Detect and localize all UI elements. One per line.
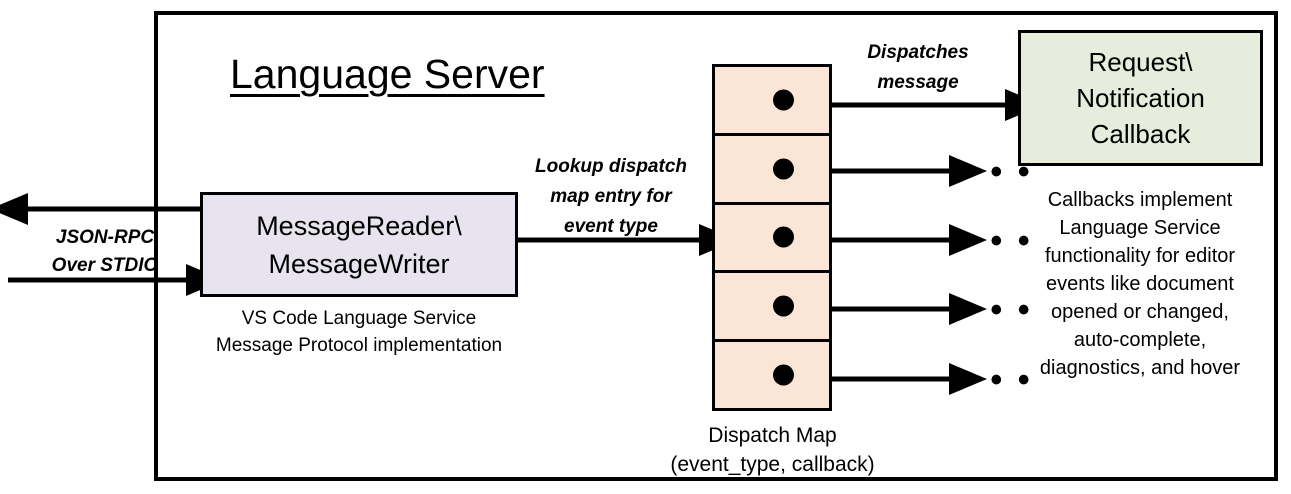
dispatch-map-row[interactable] [715,205,829,274]
dispatch-map-table[interactable] [712,64,832,411]
message-box-line2: MessageWriter [268,248,450,279]
callback-box-line1: Request\ [1088,47,1193,77]
message-box-line1: MessageReader\ [256,210,462,241]
callback-dot-icon [773,89,794,111]
callback-description: Callbacks implement Language Service fun… [1010,186,1270,382]
jsonrpc-label-line1: JSON-RPC [55,227,155,248]
lookup-label-line3: event type [564,216,658,237]
message-caption-line1: VS Code Language Service [241,308,477,329]
callback-dot-icon [773,295,794,317]
callback-caption-line5: opened or changed, [1051,301,1229,323]
lookup-label-line2: map entry for [550,186,672,207]
callback-caption-line2: Language Service [1059,217,1221,239]
dispatch-map-row[interactable] [715,67,829,136]
dispatches-label-line1: Dispatches [867,42,969,63]
lookup-dispatch-label: Lookup dispatch map entry for event type [516,152,706,242]
language-server-boundary [154,11,1278,481]
callback-dot-icon [773,364,794,386]
message-box-caption: VS Code Language Service Message Protoco… [200,305,518,359]
callback-box-line3: Callback [1090,119,1191,149]
callback-dot-icon [773,226,794,248]
callback-caption-line3: functionality for editor [1044,245,1236,267]
message-caption-line2: Message Protocol implementation [215,335,503,356]
callback-caption-line4: events like document [1046,273,1234,295]
callback-dot-icon [773,158,794,180]
callback-caption-line6: auto-complete, [1073,329,1207,351]
callback-caption-line7: diagnostics, and hover [1039,357,1241,379]
page-title: Language Server [230,51,545,97]
callback-caption-line1: Callbacks implement [1047,189,1233,211]
dispatch-map-caption: Dispatch Map (event_type, callback) [640,421,905,479]
request-notification-callback-box[interactable]: Request\ Notification Callback [1018,30,1263,166]
dispatch-caption-line1: Dispatch Map [708,424,837,447]
dispatch-map-row[interactable] [715,342,829,408]
message-reader-writer-box[interactable]: MessageReader\ MessageWriter [200,192,518,297]
dispatch-map-row[interactable] [715,273,829,343]
dispatches-label-line2: message [877,72,959,93]
dispatches-message-label: Dispatches message [838,38,998,98]
lookup-label-line1: Lookup dispatch [535,156,687,177]
dispatch-caption-line2: (event_type, callback) [670,453,875,476]
jsonrpc-label-line2: Over STDIO [51,255,159,276]
callback-box-line2: Notification [1076,83,1205,113]
jsonrpc-transport-label: JSON-RPC Over STDIO [30,224,180,280]
dispatch-map-row[interactable] [715,136,829,205]
